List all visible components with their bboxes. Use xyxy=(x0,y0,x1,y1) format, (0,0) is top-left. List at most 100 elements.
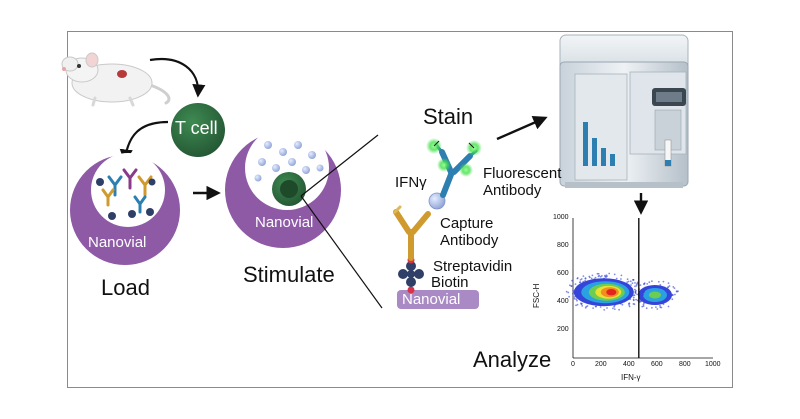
event-dot xyxy=(642,305,645,307)
event-dot xyxy=(636,293,639,296)
stimulate-label: Stimulate xyxy=(243,262,335,287)
event-dot xyxy=(590,277,593,280)
streptavidin-icon xyxy=(398,256,424,287)
x-tick-label: 600 xyxy=(651,361,663,368)
nanovial-stimulate-label: Nanovial xyxy=(255,214,314,231)
event-dot xyxy=(635,283,638,285)
event-dot xyxy=(606,307,608,309)
event-dot xyxy=(643,289,646,292)
population-2-density-ring xyxy=(649,291,661,299)
event-dot xyxy=(672,286,675,288)
event-dot xyxy=(573,296,576,298)
flow-scatter-plot xyxy=(565,218,713,359)
event-dot xyxy=(567,291,570,294)
event-dot xyxy=(575,298,578,301)
event-dot xyxy=(573,291,576,294)
arrow-mouse-to-tcell xyxy=(149,57,206,98)
event-dot xyxy=(603,309,606,311)
y-axis-label: FSC-H xyxy=(532,283,541,308)
event-dot xyxy=(648,281,651,284)
event-dot xyxy=(634,282,636,284)
event-dot xyxy=(569,284,571,287)
event-dot xyxy=(620,274,623,277)
event-dot xyxy=(582,280,585,283)
event-dot xyxy=(597,275,600,278)
event-dot xyxy=(597,272,600,275)
event-dot xyxy=(639,284,642,286)
event-dot xyxy=(592,307,594,309)
event-dot xyxy=(603,277,605,280)
event-dot xyxy=(629,280,632,283)
t-cell-label: T cell xyxy=(175,118,218,138)
event-dot xyxy=(645,307,648,310)
event-dot xyxy=(631,282,634,285)
event-dot xyxy=(666,286,669,289)
x-tick-label: 400 xyxy=(623,361,635,368)
event-dot xyxy=(662,303,665,306)
event-dot xyxy=(673,287,676,289)
event-dot xyxy=(630,284,632,286)
event-dot xyxy=(579,281,582,284)
event-dot xyxy=(580,303,583,306)
event-dot xyxy=(571,279,573,282)
event-dot xyxy=(582,275,585,277)
x-tick-label: 1000 xyxy=(705,361,721,368)
event-dot xyxy=(575,304,577,307)
fluorophore-glow-icon xyxy=(426,138,482,177)
population-1-density-ring xyxy=(606,289,617,296)
event-dot xyxy=(634,291,637,294)
event-dot xyxy=(599,306,602,308)
event-dot xyxy=(589,276,591,279)
stain-label: Stain xyxy=(423,104,474,129)
x-tick-label: 200 xyxy=(595,361,607,368)
event-dot xyxy=(613,308,616,310)
event-dot xyxy=(656,308,659,310)
event-dot xyxy=(605,274,608,277)
event-dot xyxy=(626,278,629,281)
event-dot xyxy=(576,303,579,306)
event-dot xyxy=(675,290,678,293)
event-dot xyxy=(642,293,644,296)
event-dot xyxy=(596,272,599,275)
event-dot xyxy=(636,281,639,284)
event-dot xyxy=(591,274,594,277)
event-dot xyxy=(641,305,644,308)
nanovial-base-label: Nanovial xyxy=(402,291,461,308)
x-tick-label: 0 xyxy=(571,361,575,368)
y-tick-label: 1000 xyxy=(553,214,569,221)
event-dot xyxy=(633,294,636,297)
event-dot xyxy=(620,278,622,280)
event-dot xyxy=(643,283,645,285)
x-tick-label: 800 xyxy=(679,361,691,368)
event-dot xyxy=(659,304,661,307)
event-dot xyxy=(584,279,586,282)
event-dot xyxy=(565,290,568,293)
event-dot xyxy=(627,280,630,283)
analyze-label: Analyze xyxy=(473,347,552,372)
event-dot xyxy=(626,281,629,283)
event-dot xyxy=(643,302,645,305)
event-dot xyxy=(573,297,576,300)
event-dot xyxy=(671,298,674,301)
event-dot xyxy=(593,278,596,280)
event-dot xyxy=(628,304,630,306)
biotin-icon xyxy=(407,286,415,294)
event-dot xyxy=(584,277,587,280)
event-dot xyxy=(581,305,584,307)
ifng-label: IFNγ xyxy=(395,174,427,191)
event-dot xyxy=(621,303,624,306)
event-dot xyxy=(662,280,665,283)
event-dot xyxy=(651,280,653,283)
fluorescent-antibody-label: Fluorescent Antibody xyxy=(483,165,562,199)
y-tick-label: 400 xyxy=(557,298,569,305)
event-dot xyxy=(612,307,614,310)
biotin-label: Biotin xyxy=(431,274,469,291)
event-dot xyxy=(619,302,622,305)
event-dot xyxy=(627,283,630,286)
event-dot xyxy=(568,295,570,298)
y-tick-label: 800 xyxy=(557,242,569,249)
event-dot xyxy=(586,305,589,307)
event-dot xyxy=(677,290,679,293)
event-dot xyxy=(632,299,635,302)
